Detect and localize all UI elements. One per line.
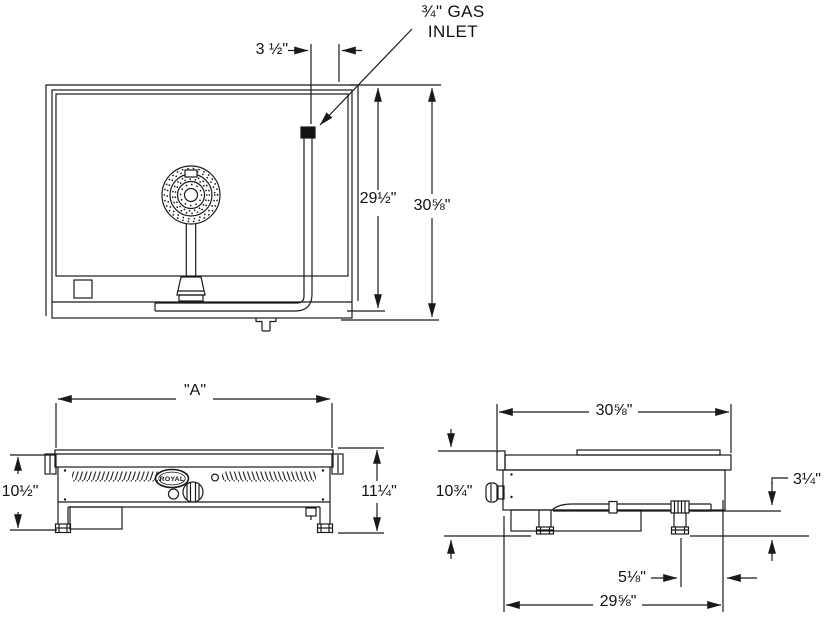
gas-pipe-plan <box>154 138 313 312</box>
gas-pipe-side <box>552 500 712 514</box>
latch <box>305 507 317 520</box>
royal-logo <box>154 468 190 489</box>
foot-front-right <box>316 523 334 534</box>
front-view-dimensions <box>10 395 384 534</box>
top-view <box>45 84 359 332</box>
foot-front-left <box>54 523 72 534</box>
vent-left <box>72 471 158 482</box>
pilot-access-square <box>73 279 93 299</box>
panel-screws <box>63 469 325 501</box>
dim-label-body-depth: 29⅝" <box>599 593 637 610</box>
dim-label-height-left: 10½" <box>1 483 39 500</box>
dim-label-leg-inset: 5⅛" <box>618 569 646 586</box>
griddle-top-slab <box>54 449 334 468</box>
burner-icon <box>161 165 221 225</box>
igniter-hole <box>167 488 180 500</box>
gas-inlet-marker <box>300 126 316 139</box>
side-handle-left <box>44 453 57 475</box>
front-view <box>44 449 344 534</box>
drip-tray <box>69 506 123 530</box>
control-knob-front <box>182 481 204 503</box>
gas-inlet-callout-line1: ¾" GAS <box>421 2 485 21</box>
side-view <box>485 449 732 535</box>
front-panel <box>57 467 331 503</box>
dim-label-body-height: 10¾" <box>435 483 473 500</box>
dim-label-depth-inner: 29½" <box>359 190 397 207</box>
control-knob-side <box>485 482 505 503</box>
brand-logo-text: ROYAL <box>160 476 185 483</box>
griddle-plate-side <box>504 454 732 471</box>
dim-label-inlet-height: 3¼" <box>793 471 821 488</box>
gas-inlet-leader <box>319 28 413 126</box>
valve-stem-plan <box>255 318 277 332</box>
dim-label-inlet-offset: 3 ½" <box>255 41 288 58</box>
gas-inlet-nipple <box>670 500 690 514</box>
side-handle-right <box>331 453 344 475</box>
vent-right <box>222 471 316 482</box>
dim-label-height-overall: 11¼" <box>361 483 397 500</box>
gas-inlet-callout-line2: INLET <box>427 22 479 41</box>
plate-front-lip <box>496 450 506 471</box>
pipe-union <box>608 500 618 514</box>
side-view-dimensions <box>438 404 809 612</box>
dim-label-depth-overall-top: 30⅝" <box>413 197 451 214</box>
base-frame <box>57 502 331 524</box>
burner-box-side <box>510 509 642 532</box>
leg-back <box>670 513 690 535</box>
pilot-hole <box>211 473 220 482</box>
side-screws <box>510 473 513 499</box>
plate-top-layer <box>576 449 721 456</box>
leg-front <box>535 510 555 535</box>
top-view-dimensions <box>288 28 441 321</box>
dim-label-depth-overall-side: 30⅝" <box>595 402 633 419</box>
dim-label-width-a: "A" <box>183 382 207 399</box>
burner-venturi <box>176 224 206 302</box>
